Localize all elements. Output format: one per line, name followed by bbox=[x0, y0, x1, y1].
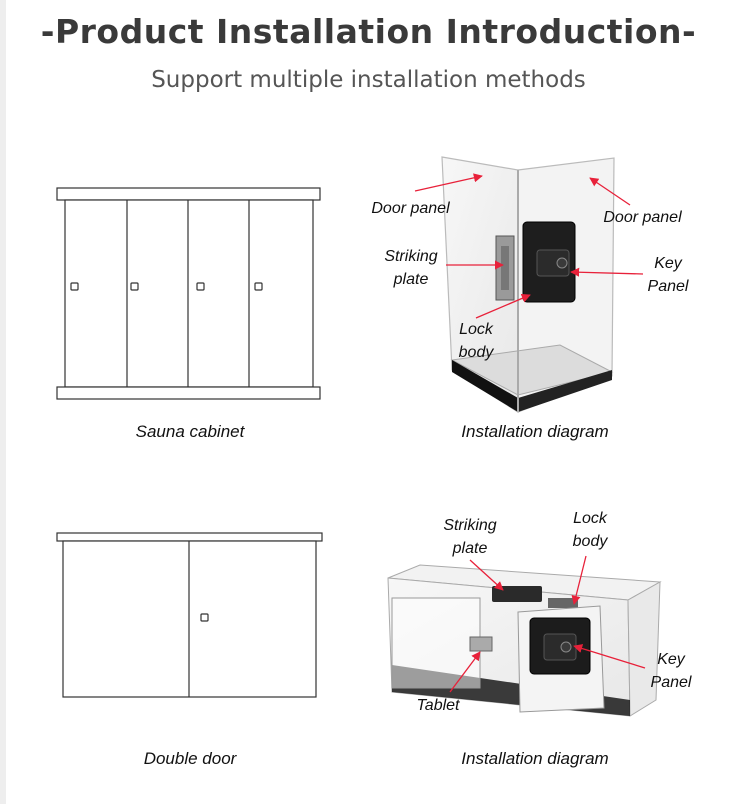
caption-sauna-cabinet: Sauna cabinet bbox=[135, 422, 245, 441]
sauna-cabinet-drawing bbox=[56, 187, 321, 400]
double-door-drawing bbox=[56, 532, 323, 698]
cabinet-body bbox=[64, 199, 314, 388]
install-diagram-2 bbox=[387, 564, 662, 717]
caption-double-door: Double door bbox=[143, 749, 237, 768]
page-title: -Product Installation Introduction- bbox=[40, 12, 697, 51]
callout-lock-body-1: Lock body bbox=[458, 321, 494, 361]
cabinet-bottom-board bbox=[56, 386, 321, 400]
callout-lock-body-2: Lock body bbox=[572, 510, 608, 550]
callout-tablet: Tablet bbox=[416, 697, 460, 714]
caption-installation-diagram-2: Installation diagram bbox=[461, 749, 609, 768]
callout-door-panel-left: Door panel bbox=[371, 200, 450, 217]
callout-striking-plate-2: Striking plate bbox=[443, 517, 497, 557]
page-edge bbox=[0, 0, 6, 804]
callout-door-panel-right: Door panel bbox=[603, 209, 682, 226]
door-knob-1 bbox=[70, 282, 79, 291]
cabinet-top-board bbox=[56, 187, 321, 201]
caption-installation-diagram-1: Installation diagram bbox=[461, 422, 609, 441]
door-top-board bbox=[56, 532, 323, 542]
page-subtitle: Support multiple installation methods bbox=[151, 67, 586, 93]
arrows-diagram-2 bbox=[449, 555, 646, 693]
callout-key-panel-2: Key Panel bbox=[650, 651, 692, 691]
double-door-knob bbox=[200, 613, 209, 622]
door-knob-4 bbox=[254, 282, 263, 291]
arrows-diagram-1 bbox=[414, 173, 644, 319]
install-diagram-1 bbox=[441, 156, 615, 414]
callout-striking-plate-1: Striking plate bbox=[384, 248, 438, 288]
door-knob-2 bbox=[130, 282, 139, 291]
callout-key-panel-1: Key Panel bbox=[647, 255, 689, 295]
door-knob-3 bbox=[196, 282, 205, 291]
